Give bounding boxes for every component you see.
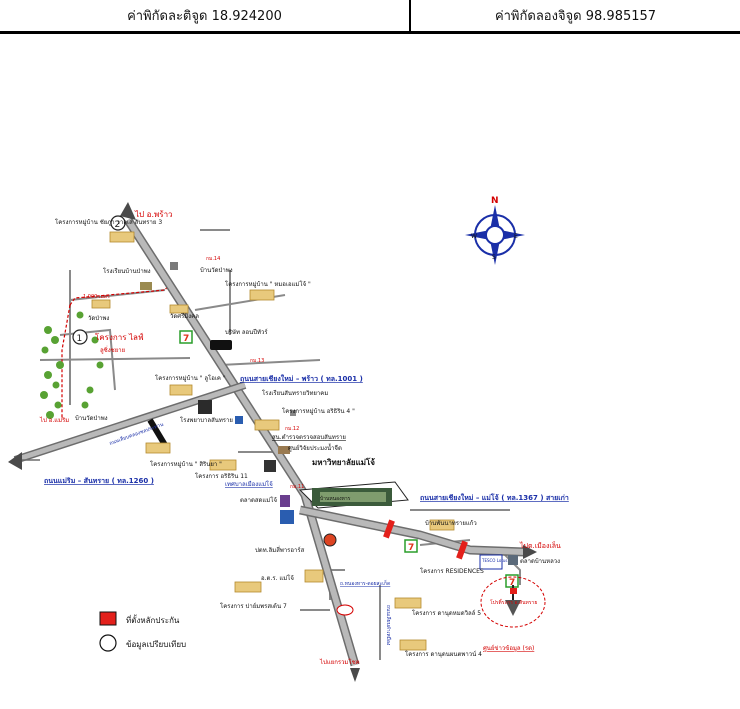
- label-residences: โครงการ RESIDENCES: [420, 567, 484, 575]
- label-road-1260: ถนนแม่ริม – สันทราย ( ทล.1260 ): [44, 477, 154, 485]
- label-to-phrao: ไป อ.พร้าว: [134, 210, 173, 219]
- label-project-arisiri4b: โครงการ ดานุดนผนตพาวน์ 4: [405, 650, 482, 658]
- label-village-top: โครงการหมู่บ้าน ชัยภูา วาลเล่ สันทราย 3: [55, 218, 162, 226]
- label-bus-company: บริษัท ลอนปีทัวร์: [225, 328, 268, 336]
- label-km-12: กม.12: [285, 426, 299, 432]
- svg-text:7: 7: [509, 578, 515, 588]
- village-icons: [91, 231, 455, 651]
- label-project-life: โครงการ ไลฟ์: [95, 332, 144, 342]
- location-map: 7 7 7 1: [0, 190, 740, 705]
- compass-n: N: [491, 196, 499, 206]
- legend-comparison-swatch: [99, 634, 117, 652]
- longitude-text: ค่าพิกัดลองจิจูด 98.985157: [494, 9, 657, 24]
- distance-line-2: [61, 304, 71, 418]
- label-school-ban-pong: โรงเรียนบ้านป่าพง: [103, 267, 151, 275]
- compass-s: S: [492, 254, 496, 261]
- checkpoint-marks: [383, 519, 468, 560]
- latitude-cell: ค่าพิกัดละติจูด 18.924200: [0, 0, 411, 31]
- label-to-mae-rim: ไป อ.แม่ริม: [39, 416, 69, 424]
- label-pong-market: บ้านวัดป่าพง: [200, 267, 233, 274]
- label-hospital: โรงพยาบาลสันทราย: [180, 416, 233, 424]
- latitude-text: ค่าพิกัดละติจูด 18.924200: [127, 9, 282, 24]
- label-gas-station: ปตท.ลิมสี่พารอาร์ส: [255, 546, 305, 554]
- marker-1-label: 1: [77, 334, 83, 344]
- university-building: [298, 481, 409, 509]
- label-talad-ban-muang: ตลาดบ้านหลวง: [520, 558, 560, 565]
- map-canvas: 7 7 7 1: [8, 196, 569, 682]
- label-police: สน.ตำรวจตรวจสอบสันทราย: [272, 434, 346, 441]
- label-market-mae-joe: ตลาดสดแม่โจ้: [240, 496, 277, 504]
- comparison-marker-1[interactable]: 1: [72, 329, 88, 345]
- poi-icons: 7 7 7: [140, 262, 519, 616]
- label-project-pruksa7: โครงการ ปาย์มพรสเด้น 7: [220, 602, 287, 610]
- label-chokdee: โครงการหมู่บ้าน " ลูโอเค ": [155, 374, 226, 382]
- target-area-ring: [480, 576, 546, 628]
- label-project-life-sub: ลูซิ่งชยาย: [100, 346, 125, 354]
- label-km-13: กม.13: [250, 358, 264, 364]
- label-municipality: เทศบาลเมืองแม่โจ้: [225, 480, 273, 488]
- compass-e: E: [514, 233, 518, 240]
- legend-comparison-label: ข้อมูลเปรียบเทียบ: [126, 640, 186, 650]
- label-distance: 1,000 เมตร: [83, 294, 110, 300]
- label-info-center: ศูนย์ข่าวข้อมูล (รด): [483, 644, 534, 652]
- label-road-1367: ถนนสายเชียงใหม่ – แม่โจ้ ( ทล.1367 ) สาย…: [420, 493, 569, 502]
- label-road-nong-han: ถ.หนองหาร-ดอยสะเก็ด: [340, 579, 390, 587]
- label-to-central: ไปแยกรวมโชค: [319, 658, 360, 666]
- label-wat-pa-pong: วัดป่าพง: [88, 315, 109, 322]
- legend-collateral-swatch: [99, 611, 117, 626]
- label-village-mae-joe: โครงการหมู่บ้าน " หมอเอแม่โจ้ ": [225, 280, 311, 288]
- label-to-lamphun: ไปต.เมืองเล็น: [519, 541, 561, 550]
- label-school-mae-joe: อ.ต.ร. แม่โจ้: [261, 574, 294, 582]
- legend-collateral-label: ที่ตั้งหลักประกัน: [126, 614, 180, 625]
- label-house: บ้านวัดป่าพง: [75, 415, 108, 422]
- label-research: ศูนย์วิจัยประมงน้ำจืด: [288, 442, 342, 452]
- label-ban-pa-tan: บ้านพันนาทรายแก้ว: [425, 520, 477, 527]
- label-project-arisiri11: โครงการ อริธิริน 11: [195, 472, 248, 480]
- label-km-14: กม.14: [206, 256, 220, 262]
- map-legend: ที่ตั้งหลักประกัน ข้อมูลเปรียบเทียบ: [99, 611, 186, 652]
- coordinate-header: ค่าพิกัดละติจูด 18.924200 ค่าพิกัดลองจิจ…: [0, 0, 740, 34]
- label-village-arisiri4: โครงการหมู่บ้าน อริธิริน 4 ": [282, 407, 355, 415]
- label-branch-office: โปรติ้ระกร อ.สันทราย: [490, 597, 537, 606]
- label-road-side: ถนนเลียบลำเหมือง: [385, 605, 392, 646]
- svg-text:7: 7: [408, 543, 414, 553]
- label-wat-sri-mongkol: วัดศรีมิงคล: [170, 312, 199, 320]
- label-school-sansai: โรงเรียนสันทรายวิทยาคม: [262, 389, 328, 397]
- compass-w: W: [471, 233, 477, 240]
- label-university: มหาวิทยาลัยแม่โจ้: [312, 457, 375, 467]
- comparison-marker-2[interactable]: 2: [110, 215, 126, 231]
- collateral-marker: [510, 588, 517, 594]
- label-project-arisiri5: โครงการ ดานุดหมดวิลล์ 5: [412, 609, 481, 617]
- svg-text:7: 7: [183, 334, 189, 344]
- label-village-sirinya: โครงการหมู่บ้าน " สิรินยา ": [150, 460, 222, 468]
- label-road-1001: ถนนสายเชียงใหม่ – พร้าว ( ทล.1001 ): [240, 374, 363, 383]
- compass-rose: N S E W: [465, 196, 525, 265]
- tree-cluster: [40, 311, 104, 419]
- label-ban-nong-han: บ้านหนองหาร: [320, 495, 351, 502]
- longitude-cell: ค่าพิกัดลองจิจูด 98.985157: [411, 0, 740, 31]
- label-km-11: กม.11: [290, 484, 304, 490]
- label-tesco: TESCO Lotus: [481, 558, 508, 563]
- marker-2-label: 2: [115, 220, 121, 230]
